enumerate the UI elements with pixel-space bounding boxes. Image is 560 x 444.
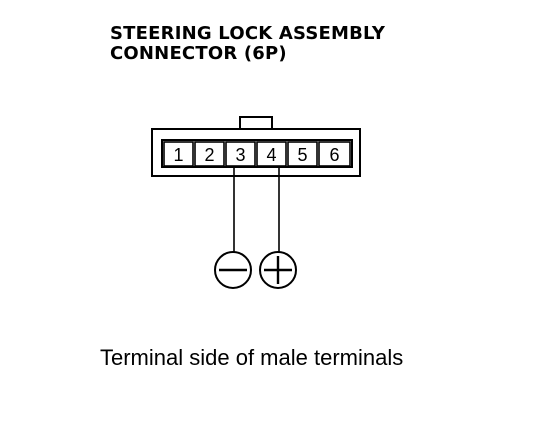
pin-labels: 1 2 3 4 5 6 [173, 145, 339, 165]
connector-inner-face [161, 139, 353, 168]
probe-wires [233, 166, 280, 252]
pin-label-5: 5 [297, 145, 307, 165]
pin-cell-2 [194, 141, 225, 167]
pin-cell-6 [318, 141, 351, 167]
title-line-1: STEERING LOCK ASSEMBLY [110, 23, 386, 44]
pin-cell-4 [256, 141, 287, 167]
pin-label-4: 4 [266, 145, 276, 165]
pin-label-2: 2 [204, 145, 214, 165]
diagram-caption: Terminal side of male terminals [100, 345, 404, 370]
connector-pins [163, 141, 351, 167]
connector-housing [151, 116, 361, 177]
connector-outer-shell [151, 128, 361, 177]
connector-lock-tab [239, 116, 273, 130]
minus-icon [214, 251, 252, 289]
pin-label-3: 3 [235, 145, 245, 165]
pin-cell-5 [287, 141, 318, 167]
pin-label-1: 1 [173, 145, 183, 165]
pin-cell-1 [163, 141, 194, 167]
plus-icon [259, 251, 297, 289]
pin-cell-3 [225, 141, 256, 167]
pin-label-6: 6 [329, 145, 339, 165]
diagram-title: STEERING LOCK ASSEMBLY CONNECTOR (6P) [110, 24, 385, 64]
title-line-2: CONNECTOR (6P) [110, 43, 287, 64]
